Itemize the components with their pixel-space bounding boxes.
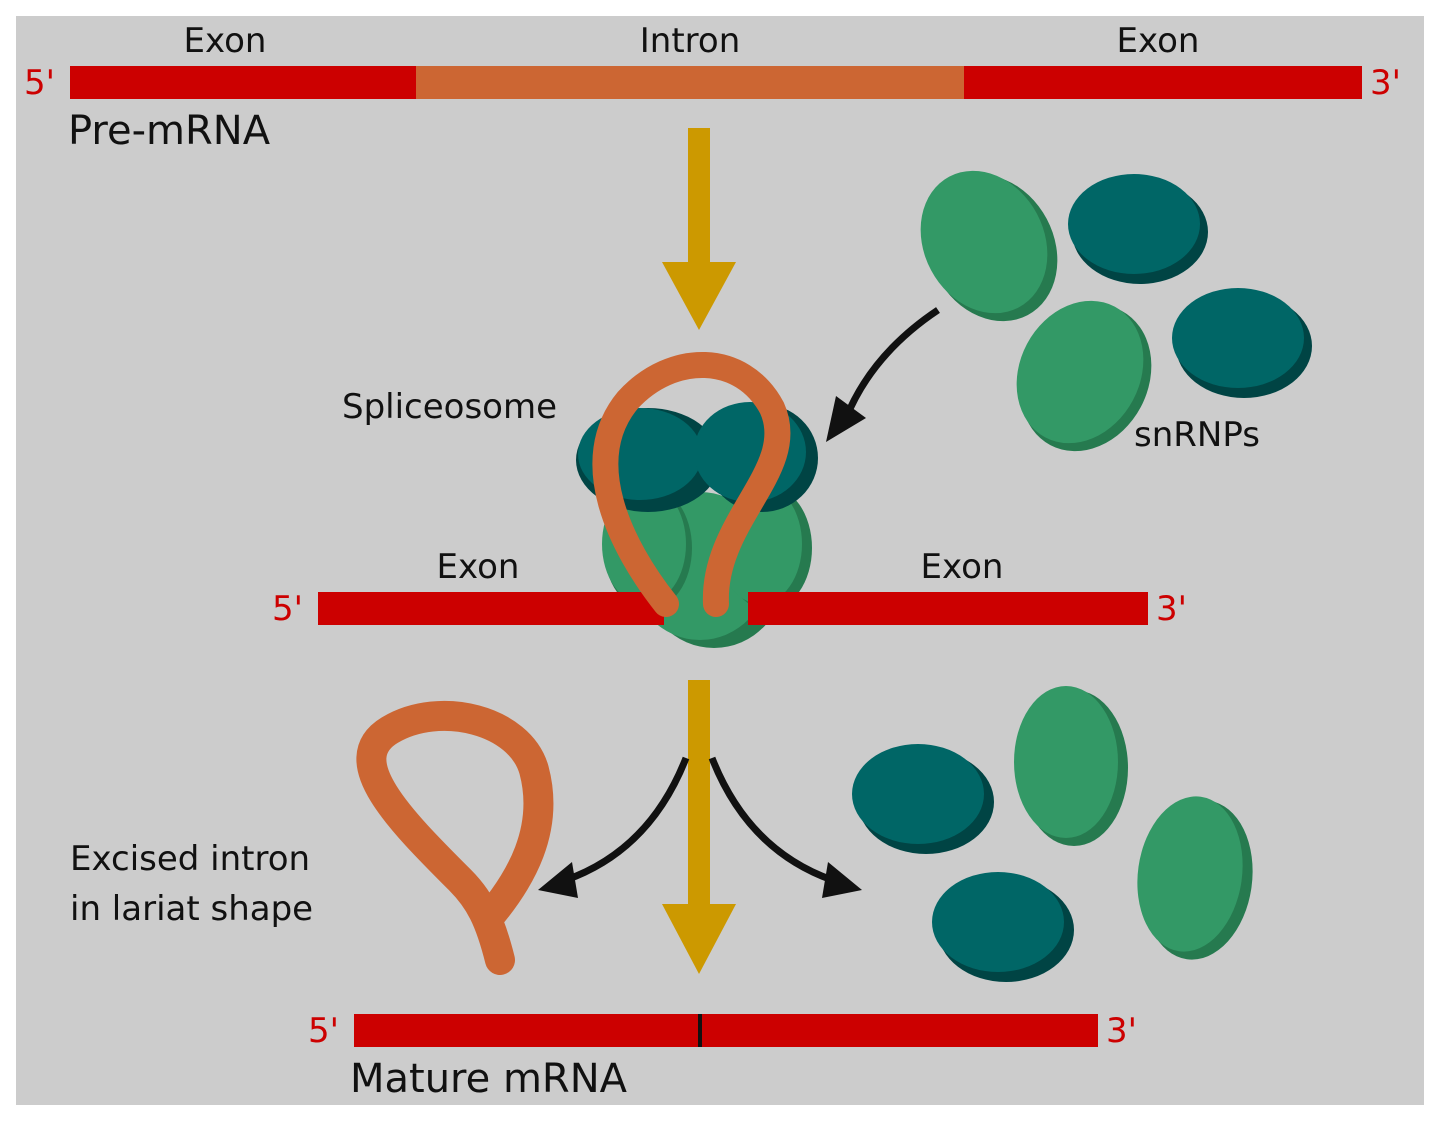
pre-mrna-three-prime: 3'	[1370, 63, 1401, 103]
snrnp-icon	[1014, 686, 1128, 846]
arrow-to-released-snrnps	[708, 756, 862, 898]
snrnp-icon	[932, 872, 1074, 982]
arrow-spliceosome-to-mature	[662, 680, 736, 974]
spliceosome-exon-right	[748, 592, 1148, 625]
arrow-pre-to-spliceosome	[662, 128, 736, 330]
mature-mrna-strand	[354, 1014, 1098, 1047]
mature-mrna-five-prime: 5'	[308, 1011, 339, 1051]
spliceosome-five-prime: 5'	[272, 589, 303, 629]
snrnp-icon	[1137, 796, 1253, 960]
spliceosome-three-prime: 3'	[1156, 589, 1187, 629]
snrnps-cluster-bottom	[852, 686, 1253, 982]
snrnps-cluster-top: snRNPs	[920, 170, 1312, 455]
pre-mrna-label: Pre-mRNA	[68, 108, 271, 154]
arrow-to-excised-intron	[538, 756, 690, 898]
pre-mrna-exon-right-label: Exon	[1117, 21, 1200, 61]
snrnp-icon	[1016, 300, 1152, 452]
snrnp-icon	[1172, 288, 1312, 398]
mature-mrna-junction	[698, 1014, 702, 1047]
spliceosome-label: Spliceosome	[342, 387, 557, 427]
arrow-snrnps-to-spliceosome	[826, 307, 940, 442]
excised-intron-lariat	[356, 701, 554, 975]
snrnps-label: snRNPs	[1134, 415, 1260, 455]
spliceosome-exon-left	[318, 592, 664, 625]
mature-mrna-three-prime: 3'	[1106, 1011, 1137, 1051]
pre-mrna-exon-right	[964, 66, 1362, 99]
snrnp-icon	[852, 744, 994, 854]
spliceosome-group: Spliceosome Exon Exon 5' 3'	[272, 351, 1187, 648]
pre-mrna-exon-left	[70, 66, 416, 99]
pre-mrna-group: Exon Intron Exon 5' 3' Pre-mRNA	[24, 21, 1401, 154]
spliceosome-exon-right-label: Exon	[921, 547, 1004, 587]
pre-mrna-five-prime: 5'	[24, 63, 55, 103]
mature-mrna-label: Mature mRNA	[350, 1056, 628, 1102]
snrnp-icon	[920, 170, 1058, 322]
excised-intron-label-line2: in lariat shape	[70, 889, 313, 929]
excised-intron-group: Excised intron in lariat shape	[70, 701, 554, 975]
spliceosome-intron-loop	[592, 351, 791, 617]
snrnp-icon	[1068, 174, 1208, 284]
spliceosome-exon-left-label: Exon	[437, 547, 520, 587]
pre-mrna-intron	[416, 66, 964, 99]
mature-mrna-group: 5' 3' Mature mRNA	[308, 1011, 1137, 1102]
excised-intron-label-line1: Excised intron	[70, 839, 310, 879]
pre-mrna-intron-label: Intron	[640, 21, 741, 61]
pre-mrna-exon-left-label: Exon	[184, 21, 267, 61]
